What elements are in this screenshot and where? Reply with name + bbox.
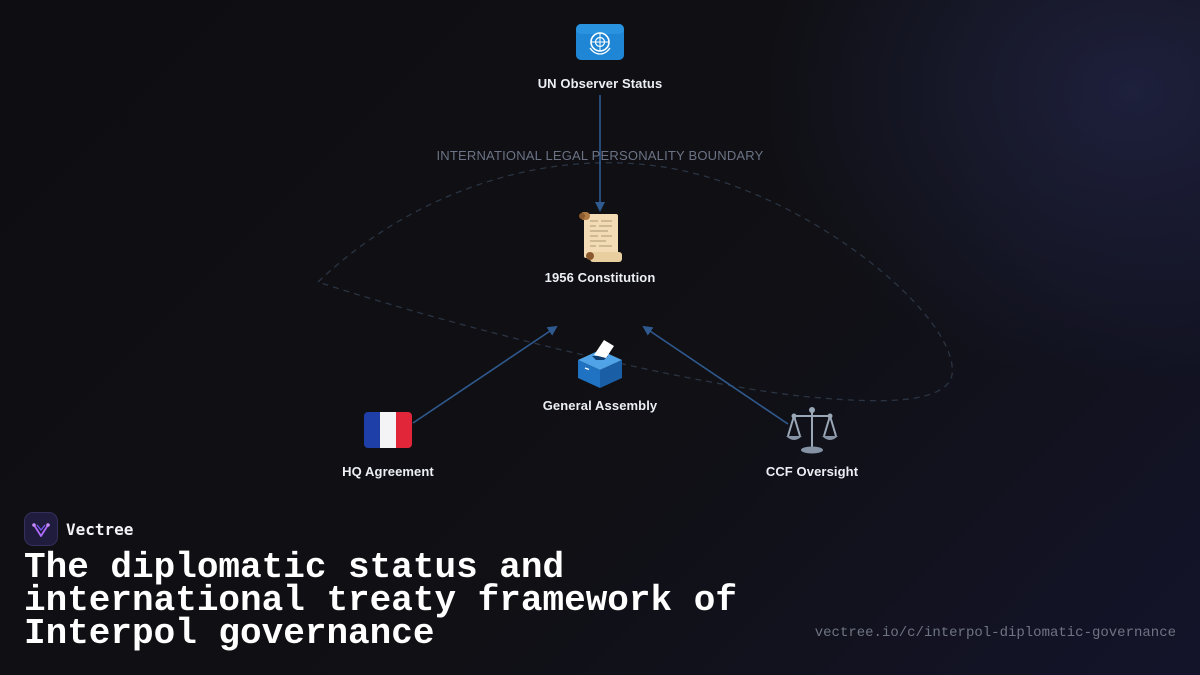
page-title: The diplomatic status and international … [24, 547, 737, 654]
node-label: UN Observer Status [537, 76, 663, 91]
node-un-observer-status[interactable]: UN Observer Status [490, 16, 710, 91]
node-label: CCF Oversight [765, 464, 859, 479]
node-label: 1956 Constitution [544, 270, 656, 285]
ballot-box-icon [578, 340, 622, 388]
node-1956-constitution[interactable]: 1956 Constitution [490, 210, 710, 285]
node-hq-agreement[interactable]: HQ Agreement [278, 404, 498, 479]
legal-personality-boundary [316, 162, 953, 402]
source-url[interactable]: vectree.io/c/interpol-diplomatic-governa… [814, 625, 1176, 641]
vectree-logo-icon [24, 512, 58, 546]
balance-scale-icon [786, 407, 838, 454]
france-flag-icon [364, 412, 412, 448]
brand[interactable]: Vectree [24, 512, 133, 546]
un-flag-icon [576, 24, 624, 60]
edge-ccf-to-constitution [642, 325, 789, 425]
edge-hq-to-constitution [412, 325, 558, 424]
node-label: HQ Agreement [342, 464, 434, 479]
node-ccf-oversight[interactable]: CCF Oversight [702, 404, 922, 479]
boundary-label: INTERNATIONAL LEGAL PERSONALITY BOUNDARY [436, 148, 764, 163]
scroll-icon [579, 212, 622, 262]
node-label: General Assembly [542, 398, 658, 413]
brand-name: Vectree [66, 519, 134, 539]
node-general-assembly[interactable]: General Assembly [490, 338, 710, 413]
